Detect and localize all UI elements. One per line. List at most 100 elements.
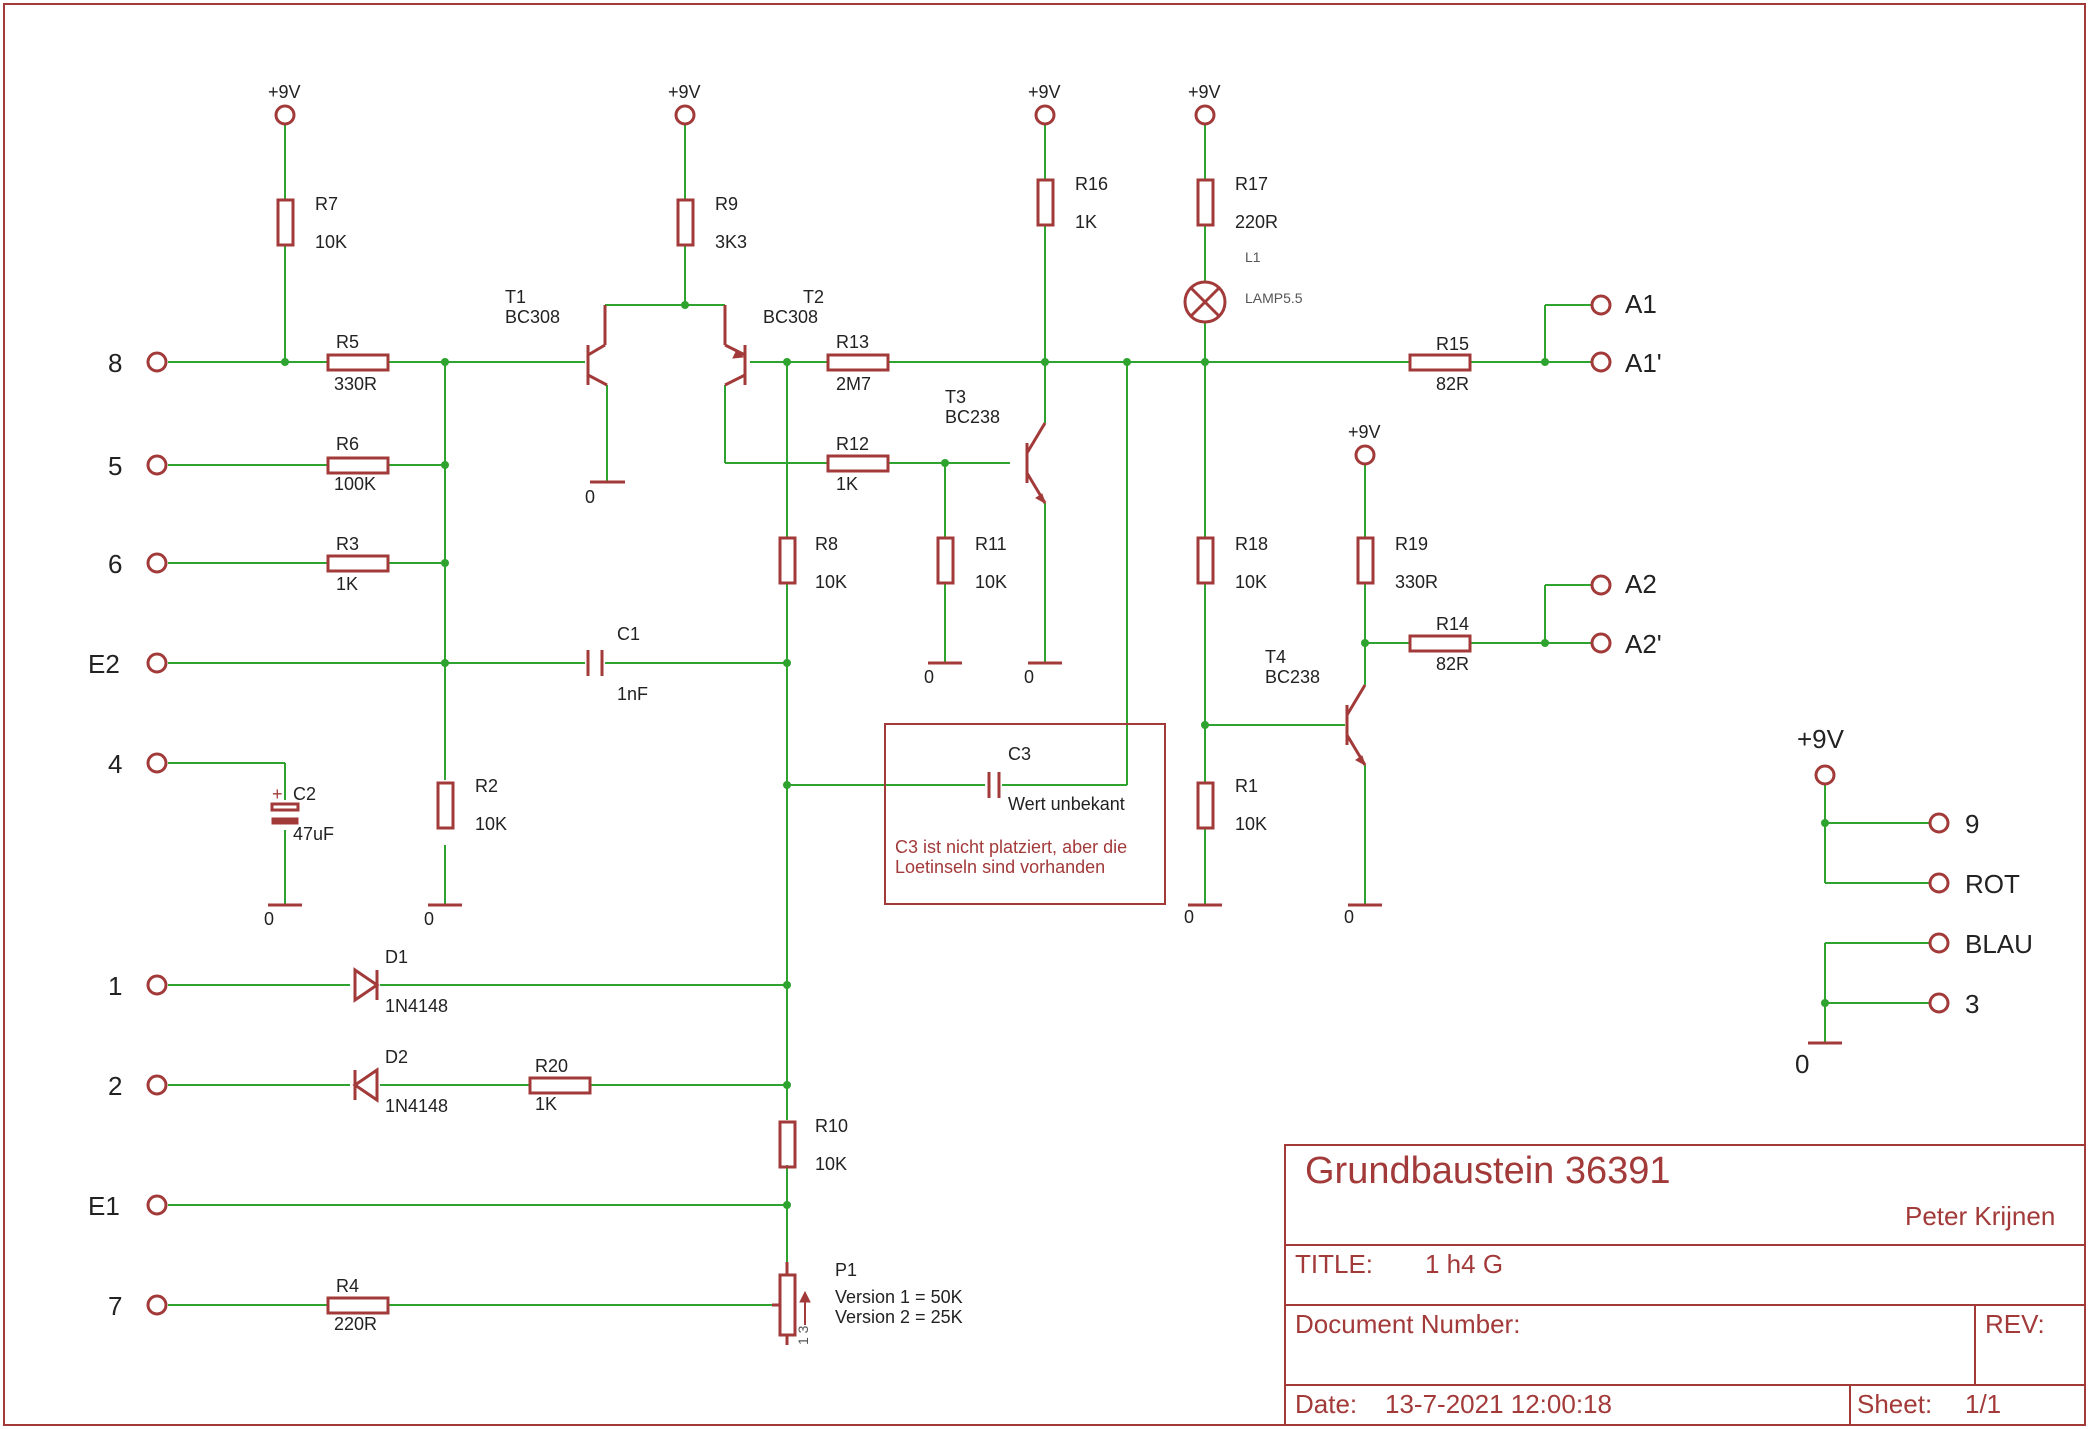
svg-text:100K: 100K — [334, 474, 376, 494]
svg-text:R5: R5 — [336, 332, 359, 352]
svg-text:R3: R3 — [336, 534, 359, 554]
resistor-r14: R14 82R — [1408, 614, 1472, 674]
svg-text:A2': A2' — [1625, 629, 1662, 659]
svg-text:82R: 82R — [1436, 654, 1469, 674]
title-block-sheet: 1/1 — [1965, 1389, 2001, 1419]
connector-A1[interactable]: A1 — [1590, 289, 1657, 319]
svg-text:10K: 10K — [815, 1154, 847, 1174]
svg-text:330R: 330R — [1395, 572, 1438, 592]
resistor-r10: R10 10K — [778, 1116, 848, 1174]
capacitor-c1: C1 1nF — [586, 624, 648, 704]
resistor-r17: R17 220R — [1196, 174, 1278, 232]
connector-5[interactable]: 5 — [108, 451, 168, 481]
connector-BLAU[interactable]: BLAU — [1928, 929, 2033, 959]
svg-text:Wert unbekant: Wert unbekant — [1008, 794, 1125, 814]
svg-text:330R: 330R — [334, 374, 377, 394]
connector-A2-prime[interactable]: A2' — [1590, 629, 1662, 659]
svg-text:E1: E1 — [88, 1191, 120, 1221]
svg-text:R13: R13 — [836, 332, 869, 352]
title-block-title-value: 1 h4 G — [1425, 1249, 1503, 1279]
resistor-r18: R18 10K — [1196, 534, 1268, 592]
connector-9[interactable]: 9 — [1928, 809, 1979, 839]
svg-text:5: 5 — [108, 451, 122, 481]
svg-text:E2: E2 — [88, 649, 120, 679]
svg-text:3K3: 3K3 — [715, 232, 747, 252]
supply-9v-r17: +9V — [1188, 82, 1221, 126]
svg-text:R10: R10 — [815, 1116, 848, 1136]
svg-text:7: 7 — [108, 1291, 122, 1321]
svg-text:C2: C2 — [293, 784, 316, 804]
connector-ROT[interactable]: ROT — [1928, 869, 2020, 899]
svg-text:C3 ist nicht platziert, aber d: C3 ist nicht platziert, aber die — [895, 837, 1127, 857]
connector-6[interactable]: 6 — [108, 549, 168, 579]
svg-text:1K: 1K — [336, 574, 358, 594]
ground-r2: 0 — [424, 903, 462, 929]
svg-text:1: 1 — [108, 971, 122, 1001]
svg-text:10K: 10K — [475, 814, 507, 834]
svg-text:+9V: +9V — [1797, 724, 1845, 754]
connector-4[interactable]: 4 — [108, 749, 168, 779]
svg-text:+9V: +9V — [668, 82, 701, 102]
connector-A2[interactable]: A2 — [1590, 569, 1657, 599]
svg-text:3: 3 — [1965, 989, 1979, 1019]
ground-t1: 0 — [585, 480, 625, 507]
svg-text:220R: 220R — [1235, 212, 1278, 232]
svg-text:0: 0 — [264, 909, 274, 929]
transistor-t4: T4 BC238 — [1265, 647, 1367, 767]
svg-text:0: 0 — [585, 487, 595, 507]
ground-blau: 0 — [1795, 1041, 1842, 1079]
svg-text:R15: R15 — [1436, 334, 1469, 354]
sheet-frame — [3, 3, 2086, 1426]
svg-text:+9V: +9V — [1188, 82, 1221, 102]
resistor-r12: R12 1K — [826, 434, 890, 494]
svg-text:T3: T3 — [945, 387, 966, 407]
resistor-r5: R5 330R — [326, 332, 390, 394]
connector-8[interactable]: 8 — [108, 348, 168, 378]
svg-text:BC308: BC308 — [505, 307, 560, 327]
junctions — [281, 301, 1829, 1209]
resistor-r1: R1 10K — [1196, 776, 1267, 834]
svg-text:Version 2 = 25K: Version 2 = 25K — [835, 1307, 963, 1327]
svg-text:R7: R7 — [315, 194, 338, 214]
resistor-r8: R8 10K — [778, 534, 847, 592]
connector-1[interactable]: 1 — [108, 971, 168, 1001]
svg-text:R2: R2 — [475, 776, 498, 796]
svg-text:TITLE:: TITLE: — [1295, 1249, 1373, 1279]
connector-A1-prime[interactable]: A1' — [1590, 348, 1662, 378]
svg-text:10K: 10K — [315, 232, 347, 252]
supply-9v-r9: +9V — [668, 82, 701, 126]
potentiometer-p1: P1 Version 1 = 50K Version 2 = 25K 1 3 — [772, 1260, 963, 1345]
connector-7[interactable]: 7 — [108, 1291, 168, 1321]
svg-text:R19: R19 — [1395, 534, 1428, 554]
svg-text:C3: C3 — [1008, 744, 1031, 764]
svg-text:R4: R4 — [336, 1276, 359, 1296]
title-block-date: 13-7-2021 12:00:18 — [1385, 1389, 1612, 1419]
resistor-r9: R9 3K3 — [676, 194, 747, 252]
svg-text:R20: R20 — [535, 1056, 568, 1076]
transistor-t1: T1 BC308 — [505, 287, 608, 387]
svg-text:1nF: 1nF — [617, 684, 648, 704]
resistor-r7: R7 10K — [276, 194, 347, 252]
diode-d1: D1 1N4148 — [353, 947, 448, 1016]
supply-9v-r16: +9V — [1028, 82, 1061, 126]
resistor-r16: R16 1K — [1036, 174, 1108, 232]
svg-text:R6: R6 — [336, 434, 359, 454]
connector-2[interactable]: 2 — [108, 1071, 168, 1101]
wires — [168, 125, 1930, 1306]
svg-text:0: 0 — [424, 909, 434, 929]
svg-text:BLAU: BLAU — [1965, 929, 2033, 959]
connector-3[interactable]: 3 — [1928, 989, 1979, 1019]
supply-9v-r19: +9V — [1348, 422, 1381, 466]
svg-text:C1: C1 — [617, 624, 640, 644]
connector-E2[interactable]: E2 — [88, 649, 168, 679]
connector-E1[interactable]: E1 — [88, 1191, 168, 1221]
svg-text:1 3: 1 3 — [795, 1325, 811, 1345]
svg-text:Document Number:: Document Number: — [1295, 1309, 1520, 1339]
svg-text:Loetinseln sind vorhanden: Loetinseln sind vorhanden — [895, 857, 1105, 877]
title-block-author: Peter Krijnen — [1905, 1201, 2055, 1231]
svg-text:R17: R17 — [1235, 174, 1268, 194]
svg-text:Sheet:: Sheet: — [1857, 1389, 1932, 1419]
resistor-r2: R2 10K — [436, 776, 507, 834]
ground-r1: 0 — [1184, 903, 1222, 927]
svg-text:BC238: BC238 — [945, 407, 1000, 427]
